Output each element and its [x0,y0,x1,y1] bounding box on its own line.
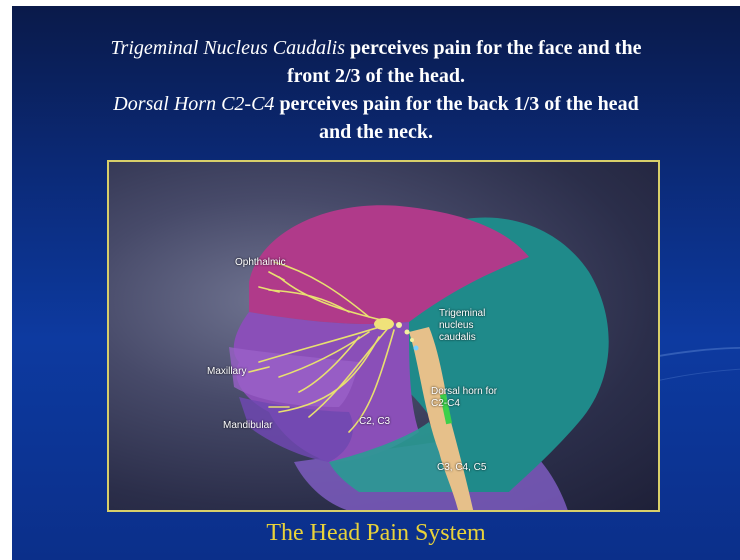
label-dorsal-horn: Dorsal horn for C2-C4 [431,386,501,410]
slide-caption: The Head Pain System [12,520,740,547]
label-maxillary: Maxillary [207,366,246,378]
label-ophthalmic: Ophthalmic [235,257,286,269]
label-c2-c3: C2, C3 [359,416,390,428]
heading-term-dorsal-horn: Dorsal Horn C2-C4 [113,93,274,115]
heading-text: perceives pain for the back 1/3 of the h… [274,93,638,115]
head-pain-illustration: Ophthalmic Maxillary Mandibular Trigemin… [107,160,660,512]
heading-text: front 2/3 of the head. [12,62,740,90]
slide: Trigeminal Nucleus Caudalis perceives pa… [12,6,740,560]
head-anatomy-drawing [109,162,660,512]
heading-text: perceives pain for the face and the [345,37,641,59]
label-c3-c4-c5: C3, C4, C5 [437,462,486,474]
label-mandibular: Mandibular [223,420,272,432]
slide-heading: Trigeminal Nucleus Caudalis perceives pa… [12,34,740,146]
label-trigeminal-nucleus-caudalis: Trigeminal nucleus caudalis [439,308,509,344]
heading-text: and the neck. [12,118,740,146]
heading-term-trigeminal: Trigeminal Nucleus Caudalis [111,37,345,59]
